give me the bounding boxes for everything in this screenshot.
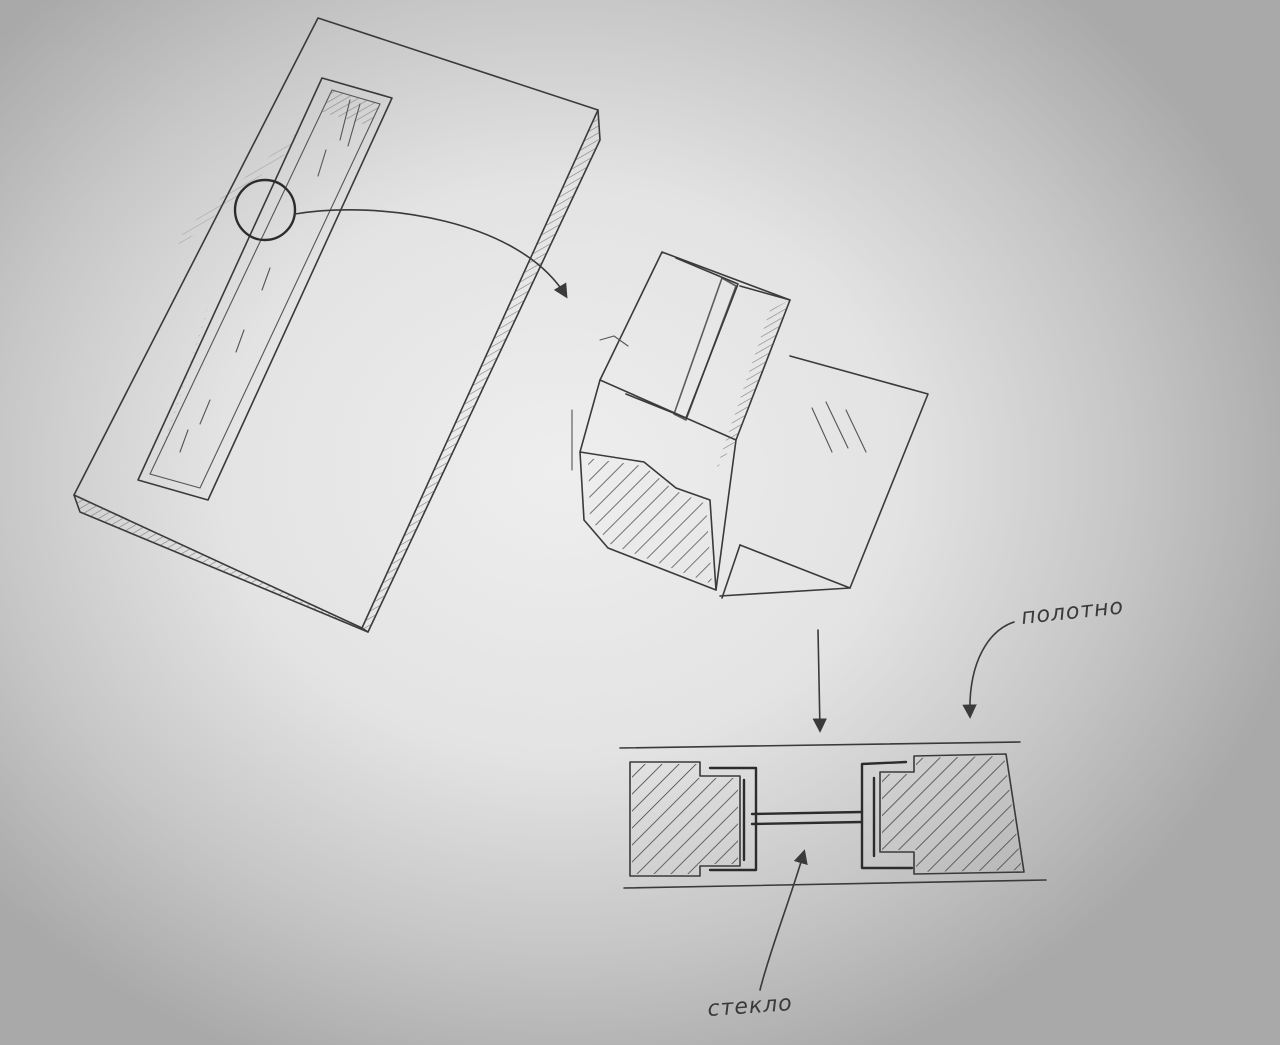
isometric-detail-sketch <box>571 251 929 599</box>
glass-arrow <box>759 849 808 991</box>
glass-opening <box>137 77 393 501</box>
detail-callout-circle <box>233 178 297 242</box>
door-leaf-label: полотно <box>1020 594 1125 630</box>
section-drawing <box>619 741 1047 889</box>
left-leaf-section <box>629 761 741 877</box>
door-panel-sketch <box>73 17 601 633</box>
door-leaf-arrow <box>962 621 1015 719</box>
down-arrow <box>812 629 827 733</box>
right-leaf-section <box>879 753 1025 875</box>
glass-label: стекло <box>707 991 794 1022</box>
glass-section <box>750 810 864 816</box>
glass-pane-3d <box>739 355 929 589</box>
callout-arrow <box>294 209 568 299</box>
